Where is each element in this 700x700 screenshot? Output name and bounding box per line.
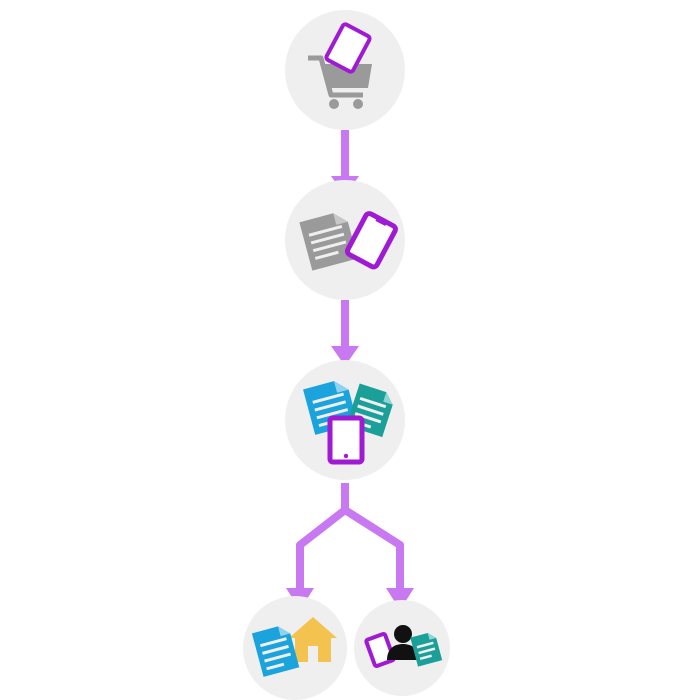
tablet-icon bbox=[364, 631, 396, 669]
shopping-cart-icon bbox=[308, 55, 372, 109]
edge-3-branch bbox=[286, 483, 414, 610]
node-cart-with-tablet bbox=[285, 10, 405, 130]
document-icon bbox=[410, 632, 443, 667]
document-icon bbox=[299, 213, 358, 271]
tablet-icon bbox=[344, 211, 398, 270]
tablet-icon bbox=[324, 22, 372, 74]
node-document-and-tablet bbox=[285, 180, 405, 300]
node-document-and-house bbox=[243, 596, 347, 700]
node-tablet-person-document bbox=[354, 600, 450, 696]
node-documents-and-tablet bbox=[285, 360, 405, 480]
edge-2 bbox=[331, 300, 359, 366]
tablet-icon bbox=[327, 415, 365, 465]
house-icon bbox=[289, 617, 337, 662]
person-icon bbox=[387, 625, 419, 660]
document-icon bbox=[251, 626, 300, 677]
